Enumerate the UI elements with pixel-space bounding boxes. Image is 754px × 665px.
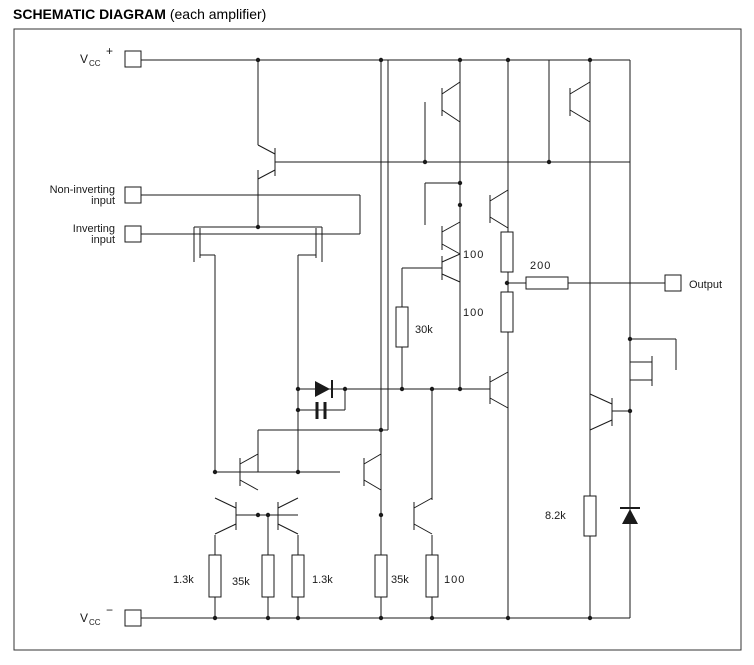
noninv-label-line1: Non-inverting bbox=[50, 184, 115, 196]
transistor-q-input-right bbox=[298, 228, 330, 258]
noninv-label-line2: input bbox=[91, 195, 115, 207]
r-35k-right-label: 35k bbox=[391, 574, 409, 586]
diode bbox=[315, 380, 333, 398]
vcc-neg-label: V CC − bbox=[80, 603, 113, 627]
capacitor bbox=[315, 402, 327, 419]
output-label: Output bbox=[689, 279, 722, 291]
resistor-8k2 bbox=[583, 495, 597, 537]
resistor-100-mid bbox=[500, 291, 514, 333]
transistor-q-input-left bbox=[186, 228, 215, 258]
transistor-q-fet bbox=[630, 356, 653, 386]
resistor-100-top bbox=[500, 231, 514, 273]
transistor-q-mirror-3 bbox=[277, 497, 299, 535]
vcc-neg-sub: CC bbox=[89, 618, 101, 627]
vcc-neg-terminal bbox=[124, 609, 142, 627]
schematic-subtitle: (each amplifier) bbox=[169, 6, 267, 22]
r-30k-label: 30k bbox=[415, 324, 433, 336]
vcc-neg-sign: − bbox=[106, 603, 113, 617]
transistor-q-top-right bbox=[569, 81, 591, 123]
noninv-input-terminal bbox=[124, 186, 142, 204]
transistors bbox=[186, 81, 653, 535]
vcc-pos-terminal bbox=[124, 50, 142, 68]
r-100-top-label: 100 bbox=[463, 249, 484, 261]
diagram-frame bbox=[13, 28, 742, 651]
r-100-bottom-label: 100 bbox=[444, 574, 465, 586]
resistor-1k3-left bbox=[208, 554, 222, 598]
r-1k3-right-label: 1.3k bbox=[312, 574, 333, 586]
transistor-q-mid-1 bbox=[441, 221, 461, 255]
vcc-neg-main: V bbox=[80, 611, 88, 625]
resistor-100-bottom bbox=[425, 554, 439, 598]
inv-label-line2: input bbox=[91, 234, 115, 246]
r-1k3-left-label: 1.3k bbox=[173, 574, 194, 586]
zener-diode bbox=[620, 507, 640, 524]
vcc-pos-sub: CC bbox=[89, 59, 101, 68]
resistor-35k-right bbox=[374, 554, 388, 598]
resistor-bodies bbox=[208, 231, 597, 598]
vcc-pos-main: V bbox=[80, 52, 88, 66]
vcc-pos-label: V CC + bbox=[80, 44, 113, 68]
resistor-200 bbox=[525, 276, 569, 290]
inv-input-terminal bbox=[124, 225, 142, 243]
output-terminal bbox=[664, 274, 682, 292]
transistor-q-output-low bbox=[589, 393, 613, 431]
resistor-30k bbox=[395, 306, 409, 348]
transistor-q-mirror-5 bbox=[413, 497, 433, 535]
schematic-title: SCHEMATIC DIAGRAM bbox=[13, 6, 166, 22]
transistor-q-input-bias bbox=[257, 144, 276, 180]
transistor-q-top-left bbox=[441, 81, 461, 123]
schematic-heading: SCHEMATIC DIAGRAM (each amplifier) bbox=[13, 6, 266, 22]
transistor-q-driver bbox=[489, 189, 509, 229]
transistor-q-mirror-2 bbox=[214, 497, 237, 535]
resistor-35k-left bbox=[261, 554, 275, 598]
r-35k-left-label: 35k bbox=[232, 576, 250, 588]
resistor-1k3-right bbox=[291, 554, 305, 598]
junction-dots bbox=[212, 57, 633, 621]
transistor-q-mirror-4 bbox=[363, 453, 382, 491]
transistor-q-mid-2 bbox=[441, 253, 461, 283]
r-8k2-label: 8.2k bbox=[545, 510, 566, 522]
transistor-q-vas bbox=[489, 371, 509, 409]
inv-label-line1: Inverting bbox=[73, 223, 115, 235]
r-200-label: 200 bbox=[530, 260, 551, 272]
transistor-q-mirror-1 bbox=[239, 453, 259, 491]
vcc-pos-sign: + bbox=[106, 44, 113, 58]
r-100-mid-label: 100 bbox=[463, 307, 484, 319]
